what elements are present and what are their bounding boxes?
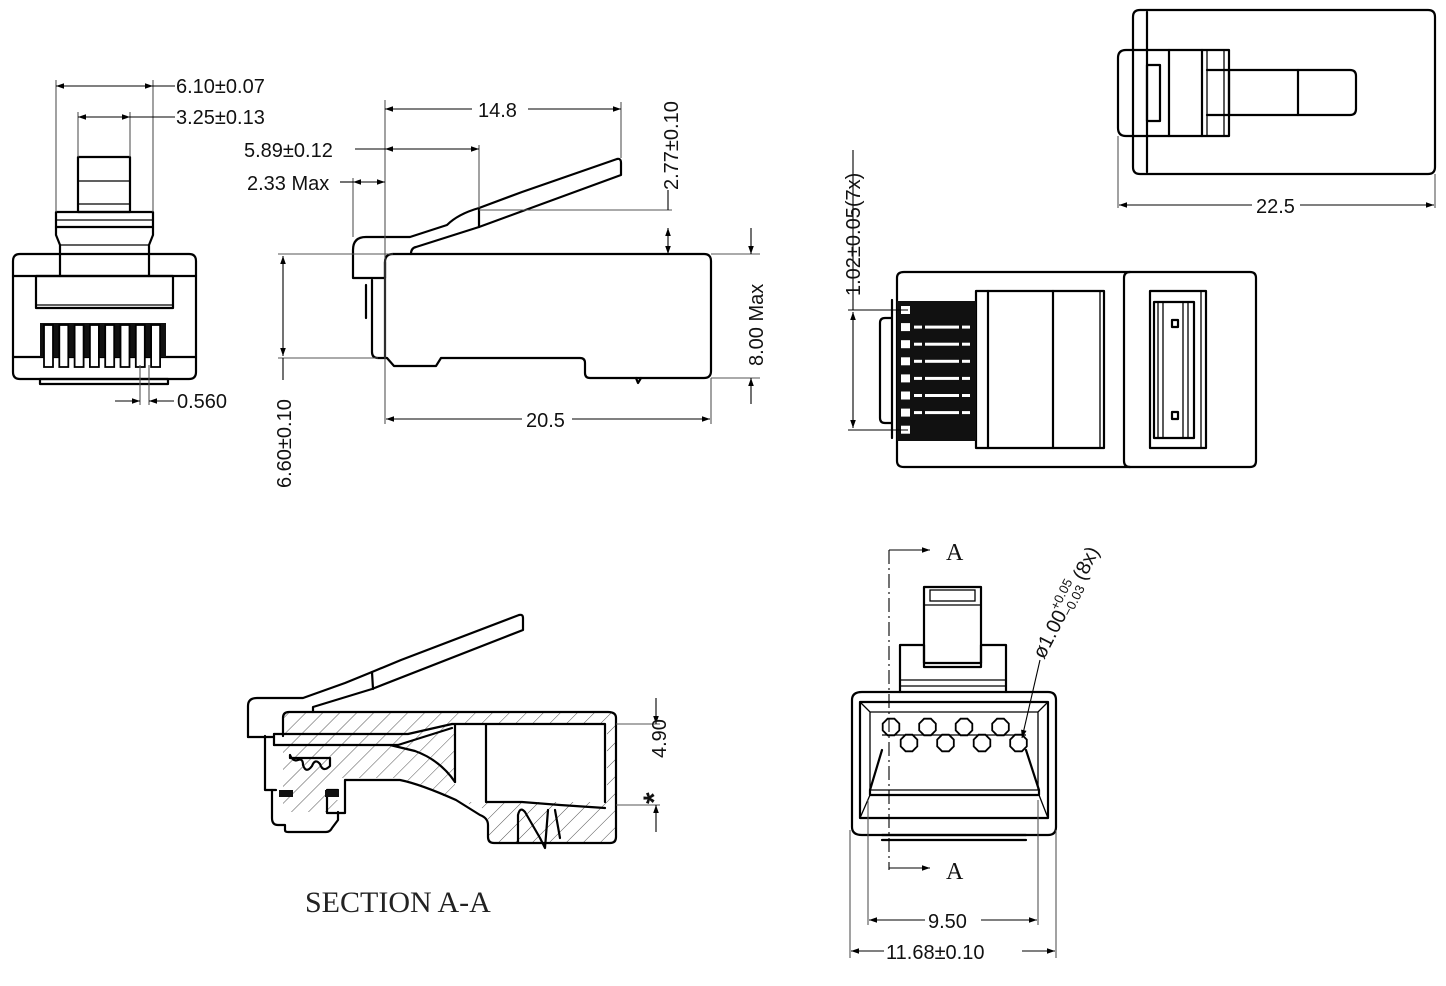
dim-outer-width: 11.68±0.10 [886,942,984,964]
dim-hole-diameter: ø1.00 +0.05 −0.03 (8x) [1029,543,1104,662]
dim-overall-height: 8.00 Max [746,284,768,366]
section-body-outline [281,710,618,845]
dim-latch-root: 5.89±0.12 [244,140,333,162]
contact-blade [119,324,131,368]
contact-blade [58,324,70,368]
top-body [1131,8,1437,176]
bottom-view: 1.02±0.05(7x) [843,150,1258,469]
dim-latch-height: 2.77±0.10 [661,101,683,190]
contact-blade [150,324,162,368]
svg-text:(8x): (8x) [1069,543,1104,584]
dim-overall-width: 6.10±0.07 [176,76,265,98]
side-view: 14.8 5.89±0.12 2.33 Max 2.77±0.10 6.60±0… [244,96,768,488]
contact-array [897,301,976,441]
contact-slot [901,340,910,349]
dim-latch-width: 3.25±0.13 [176,107,265,129]
latch-lever [351,157,623,280]
contact-slot [901,374,910,383]
dim-latch-overhang: 2.33 Max [247,173,329,195]
critical-dimension-star: * [638,792,671,804]
dim-overall-length: 22.5 [1256,196,1295,218]
wire-hole [881,717,901,737]
contact-blade [43,324,54,368]
contact-slot [901,357,910,366]
top-latch-arm [1205,68,1358,117]
contact-blade [89,324,100,368]
wire-hole [972,733,992,753]
section-title: SECTION A-A [305,886,491,919]
front-view: 6.10±0.07 3.25±0.13 0.560 [11,76,265,413]
bottom-body [895,270,1258,469]
rear-body [850,690,1058,837]
side-body [370,252,713,380]
dim-latch-length: 14.8 [478,100,517,122]
wire-holes [881,717,1028,753]
contact-blade [104,324,116,368]
contact-blades [40,323,166,368]
contact-slot [901,323,910,332]
contact-blade [134,324,146,368]
cable-opening [34,274,175,310]
wire-hole [936,733,955,753]
wire-hole [991,717,1010,737]
wire-hole [899,733,919,753]
top-latch-head [1116,48,1231,138]
section-label-bottom: A [946,859,964,885]
dim-contact-gap: 0.560 [177,391,227,413]
dim-body-height: 6.60±0.10 [274,399,296,488]
contact-slot [901,391,910,400]
contact-blade [73,324,85,368]
dim-inner-width: 9.50 [928,911,967,933]
dim-body-length: 20.5 [526,410,565,432]
dim-cavity-height: 4.90 [649,719,671,758]
wire-hole [954,717,974,737]
rear-latch-tab [922,585,983,669]
bottom-rib [38,377,170,386]
wire-hole [918,717,937,737]
section-label-top: A [946,540,964,566]
section-view: 4.90 * SECTION A-A [246,613,671,919]
top-view: 22.5 [1116,8,1437,218]
wire-hole [1009,733,1028,753]
contact-slot [901,408,910,417]
rear-view: A A ø1.00 +0.05 −0.03 (8x) 9.50 11.68±0.… [849,540,1104,964]
dim-contact-pitch: 1.02±0.05(7x) [843,173,865,296]
